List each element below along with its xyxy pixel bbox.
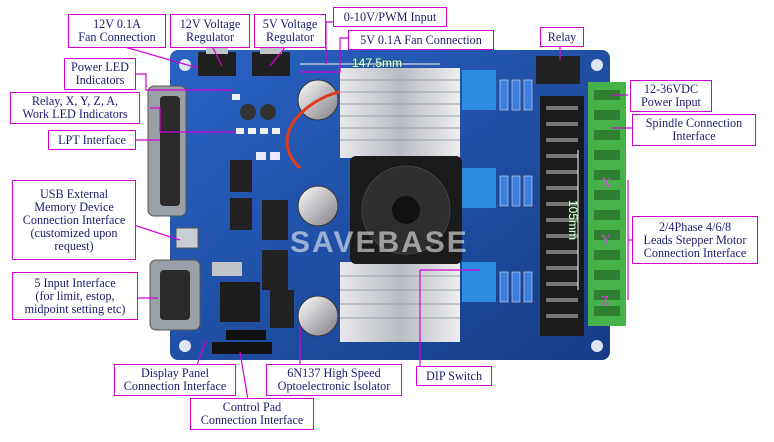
usb-connector bbox=[175, 227, 199, 249]
control-header bbox=[226, 330, 266, 340]
capacitor bbox=[260, 104, 276, 120]
chip bbox=[270, 290, 294, 328]
capacitor bbox=[297, 295, 339, 337]
callout-line bbox=[300, 37, 348, 73]
green-terminal-block bbox=[588, 82, 626, 326]
callout-line bbox=[269, 45, 287, 67]
watermark: SAVEBASE bbox=[290, 226, 469, 259]
mount-hole bbox=[179, 340, 191, 352]
label-dip: DIP Switch bbox=[416, 366, 492, 386]
chip bbox=[230, 198, 252, 230]
label-input5: 5 Input Interface(for limit, estop,midpo… bbox=[12, 272, 138, 320]
mount-hole bbox=[591, 340, 603, 352]
axis-label-y: Y bbox=[601, 233, 612, 248]
capacitor bbox=[297, 185, 339, 227]
callout-line bbox=[134, 73, 234, 91]
heatsink bbox=[340, 68, 460, 158]
height-dimension: 105mm bbox=[566, 200, 580, 241]
relay-component bbox=[536, 56, 580, 84]
stepper-header bbox=[540, 96, 584, 336]
mount-hole bbox=[179, 59, 191, 71]
callout-line bbox=[211, 45, 223, 67]
label-relay: Relay bbox=[540, 27, 584, 47]
chip bbox=[262, 250, 288, 290]
chip bbox=[262, 200, 288, 240]
heatsink bbox=[340, 262, 460, 342]
callout-line bbox=[239, 351, 249, 401]
chip bbox=[230, 160, 252, 192]
label-lpt: LPT Interface bbox=[48, 130, 136, 150]
display-header bbox=[212, 342, 272, 354]
dip-switch bbox=[462, 168, 496, 208]
dip-switch bbox=[462, 70, 496, 110]
callout-line bbox=[325, 21, 333, 64]
axis-label-z: Z bbox=[601, 294, 610, 309]
mcu-chip bbox=[220, 282, 260, 322]
callout-line bbox=[195, 339, 207, 369]
width-dimension: 147.5mm bbox=[352, 56, 403, 70]
label-fan-5v: 5V 0.1A Fan Connection bbox=[348, 30, 494, 50]
dip-switch bbox=[462, 262, 496, 302]
mount-hole bbox=[591, 59, 603, 71]
callout-line bbox=[117, 44, 199, 69]
chip bbox=[212, 262, 242, 276]
axis-label-x: X bbox=[601, 176, 612, 191]
label-pwm-input: 0-10V/PWM Input bbox=[333, 7, 447, 27]
label-work-led: Relay, X, Y, Z, A,Work LED Indicators bbox=[10, 92, 140, 124]
capacitor bbox=[240, 104, 256, 120]
callout-line bbox=[150, 107, 236, 133]
